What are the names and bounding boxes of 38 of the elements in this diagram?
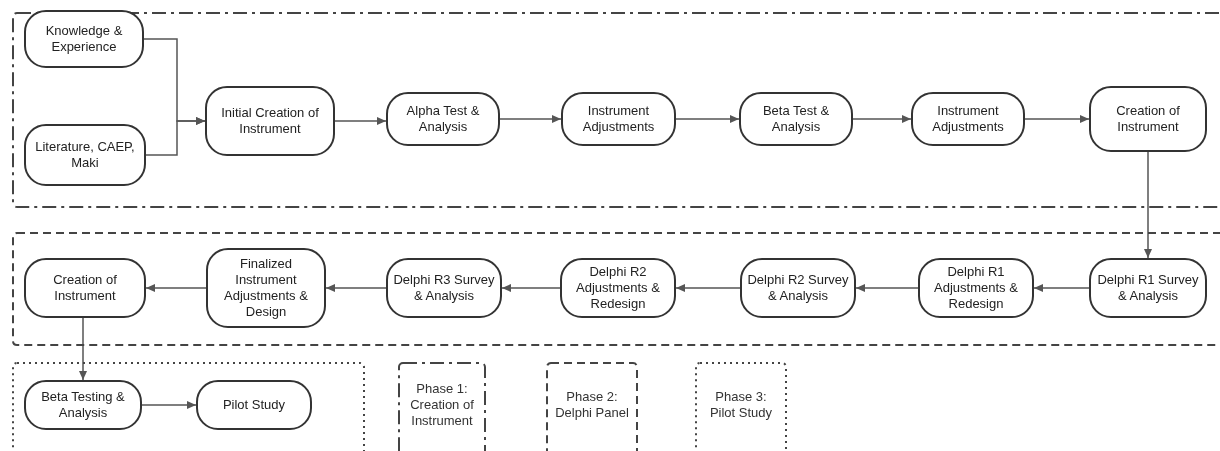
- arrow: [1024, 115, 1090, 123]
- phase-band: [12, 362, 365, 451]
- arrow: [79, 317, 87, 381]
- legend-label: Phase 1: Creation of Instrument: [409, 381, 475, 429]
- process-box: Delphi R1 Survey & Analysis: [1089, 258, 1207, 318]
- process-box: Delphi R1 Adjustments & Redesign: [918, 258, 1034, 318]
- process-box: Beta Test & Analysis: [739, 92, 853, 146]
- arrow: [141, 401, 197, 409]
- process-box: Creation of Instrument: [24, 258, 146, 318]
- process-box: Alpha Test & Analysis: [386, 92, 500, 146]
- process-box: Delphi R2 Adjustments & Redesign: [560, 258, 676, 318]
- arrow: [855, 284, 919, 292]
- legend-label: Phase 3: Pilot Study: [708, 389, 774, 421]
- phase-band: [12, 12, 1220, 208]
- arrow: [675, 284, 741, 292]
- process-box: Finalized Instrument Adjustments & Design: [206, 248, 326, 328]
- process-box: Instrument Adjustments: [911, 92, 1025, 146]
- process-box: Instrument Adjustments: [561, 92, 676, 146]
- process-box: Knowledge & Experience: [24, 10, 144, 68]
- arrow: [334, 117, 387, 125]
- process-box: Beta Testing & Analysis: [24, 380, 142, 430]
- legend-label: Phase 2: Delphi Panel: [554, 389, 630, 421]
- process-box: Creation of Instrument: [1089, 86, 1207, 152]
- process-box: Initial Creation of Instrument: [205, 86, 335, 156]
- arrow: [145, 284, 207, 292]
- process-box: Literature, CAEP, Maki: [24, 124, 146, 186]
- process-box: Delphi R3 Survey & Analysis: [386, 258, 502, 318]
- arrow: [852, 115, 912, 123]
- arrow: [499, 115, 562, 123]
- process-box: Delphi R2 Survey & Analysis: [740, 258, 856, 318]
- arrow: [145, 117, 206, 156]
- process-box: Pilot Study: [196, 380, 312, 430]
- arrow: [1033, 284, 1090, 292]
- arrow: [501, 284, 561, 292]
- phase-band: [12, 232, 1220, 346]
- arrow: [1144, 151, 1152, 259]
- arrow: [675, 115, 740, 123]
- arrow: [325, 284, 387, 292]
